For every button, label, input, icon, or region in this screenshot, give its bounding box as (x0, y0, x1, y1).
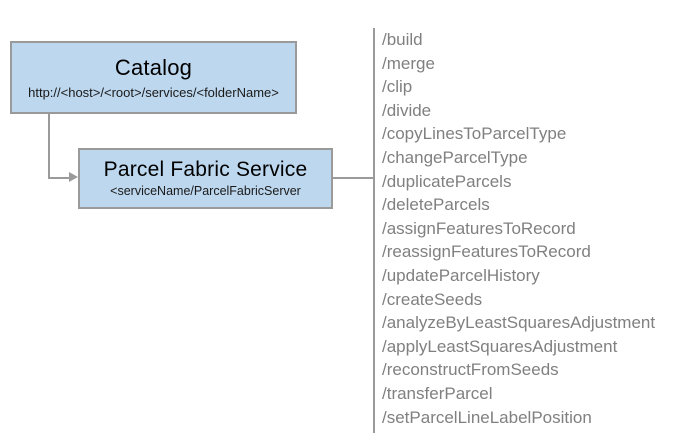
operation-item: /divide (382, 100, 432, 120)
connector-catalog-horizontal-segment (48, 177, 71, 179)
operation-item: /changeParcelType (382, 147, 528, 167)
operation-item: /updateParcelHistory (382, 265, 540, 285)
arrowhead-icon (69, 172, 78, 182)
operation-item: /createSeeds (382, 289, 483, 309)
connector-service-to-operations (333, 177, 374, 179)
operation-item: /copyLinesToParcelType (382, 124, 567, 144)
operation-item: /duplicateParcels (382, 171, 512, 191)
parcel-fabric-service-node-path: <serviceName/ParcelFabricServer (110, 183, 301, 198)
catalog-node-url: http://<host>/<root>/services/<folderNam… (28, 84, 279, 100)
operation-item: /assignFeaturesToRecord (382, 218, 576, 238)
operation-item: /analyzeByLeastSquaresAdjustment (382, 313, 656, 333)
operation-item: /applyLeastSquaresAdjustment (382, 336, 618, 356)
operation-item: /merge (382, 53, 435, 73)
connector-catalog-vertical-segment (48, 114, 50, 178)
operation-item: /transferParcel (382, 383, 493, 403)
catalog-node-title: Catalog (114, 54, 193, 80)
operation-item: /reassignFeaturesToRecord (382, 242, 591, 262)
operation-item: /build (382, 30, 423, 49)
parcel-fabric-service-node-title: Parcel Fabric Service (103, 157, 308, 181)
operation-item: /setParcelLineLabelPosition (382, 407, 592, 427)
operation-item: /deleteParcels (382, 195, 490, 215)
catalog-node: Catalog http://<host>/<root>/services/<f… (10, 41, 297, 114)
parcel-fabric-service-node: Parcel Fabric Service <serviceName/Parce… (78, 148, 333, 209)
operation-item: /clip (382, 77, 413, 97)
operation-item: /reconstructFromSeeds (382, 360, 559, 380)
operations-list: /build/merge/clip/divide/copyLinesToParc… (373, 28, 655, 433)
